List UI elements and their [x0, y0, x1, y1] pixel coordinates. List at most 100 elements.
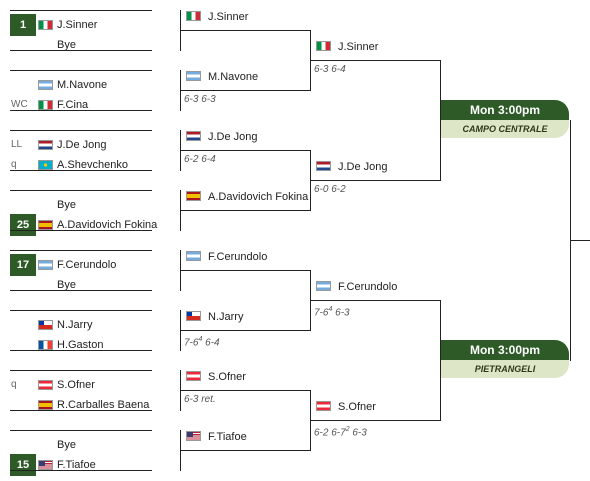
r1-match-bottom	[10, 50, 152, 51]
flag-icon-fr	[38, 340, 53, 350]
player-name[interactable]: J.De Jong	[338, 161, 388, 173]
flag-icon-es	[38, 400, 53, 410]
player-name[interactable]: M.Navone	[57, 79, 108, 91]
r1-match-top	[10, 10, 152, 11]
player-name[interactable]: N.Jarry	[208, 311, 244, 323]
flag-icon-kz	[38, 160, 53, 170]
r1-match-top	[10, 430, 152, 431]
flag-icon-ar	[38, 260, 53, 270]
score-main: 7-6	[184, 337, 199, 349]
score-rest: 6-3	[332, 307, 350, 319]
player-name[interactable]: F.Cina	[57, 99, 89, 111]
r3-match-connector	[440, 300, 441, 421]
r1-match-bottom	[10, 230, 152, 231]
flag-icon-ar	[186, 251, 201, 261]
flag-icon-nl	[316, 161, 331, 171]
player-name[interactable]: Bye	[57, 279, 76, 291]
player-name[interactable]: F.Cerundolo	[338, 281, 398, 293]
court-name: PIETRANGELI	[441, 360, 569, 378]
court-name: CAMPO CENTRALE	[441, 120, 569, 138]
flag-icon-cl	[186, 311, 201, 321]
r1-match-bottom	[10, 470, 152, 471]
r1-match-top	[10, 310, 152, 311]
r2-slot-line	[180, 390, 310, 391]
match-score: 6-2 6-4	[184, 154, 216, 165]
sf-slot-line	[570, 240, 590, 241]
match-score: 6-3 6-3	[184, 94, 216, 105]
r2-slot-line	[180, 150, 310, 151]
r2-slot-line	[180, 330, 310, 331]
player-name[interactable]: F.Tiafoe	[208, 431, 247, 443]
flag-icon-nl	[186, 131, 201, 141]
player-name[interactable]: S.Ofner	[208, 371, 246, 383]
match-time: Mon 3:00pm	[441, 100, 569, 120]
player-name[interactable]: J.De Jong	[57, 139, 107, 151]
player-name[interactable]: Bye	[57, 439, 76, 451]
player-name[interactable]: Bye	[57, 199, 76, 211]
player-name[interactable]: F.Cerundolo	[208, 251, 268, 263]
r3-slot-line	[310, 180, 440, 181]
player-name[interactable]: J.Sinner	[57, 19, 98, 31]
player-name[interactable]: M.Navone	[208, 71, 259, 83]
flag-icon-it	[316, 41, 331, 51]
r1-match-top	[10, 250, 152, 251]
seed-badge: 15	[10, 454, 36, 476]
r3-slot-line	[310, 300, 440, 301]
player-name[interactable]: A.Shevchenko	[57, 159, 128, 171]
r2-slot-line	[180, 90, 310, 91]
player-name[interactable]: J.De Jong	[208, 131, 258, 143]
r1-match-top	[10, 130, 152, 131]
flag-icon-it	[186, 11, 201, 21]
seed-badge: 1	[10, 14, 36, 36]
player-name[interactable]: A.Davidovich Fokina	[208, 191, 309, 203]
r1-match-top	[10, 190, 152, 191]
player-name[interactable]: Bye	[57, 39, 76, 51]
player-name[interactable]: F.Tiafoe	[57, 459, 96, 471]
player-name[interactable]: H.Gaston	[57, 339, 104, 351]
player-name[interactable]: J.Sinner	[338, 41, 379, 53]
r1-match-bottom	[10, 110, 152, 111]
flag-icon-us	[38, 460, 53, 470]
seed-badge: 25	[10, 214, 36, 236]
r1-match-bottom	[10, 410, 152, 411]
flag-canton	[187, 432, 193, 437]
tiebreak-score: 2	[345, 426, 350, 433]
flag-icon-at	[186, 371, 201, 381]
flag-icon-it	[38, 20, 53, 30]
flag-canton	[39, 461, 45, 466]
player-name[interactable]: S.Ofner	[338, 401, 376, 413]
flag-icon-es	[38, 220, 53, 230]
r1-match-top	[10, 70, 152, 71]
player-name[interactable]: R.Carballes Baena	[57, 399, 150, 411]
flag-canton	[187, 312, 192, 316]
match-score: 7-64 6-4	[184, 334, 220, 349]
flag-icon-at	[316, 401, 331, 411]
score-main: 7-6	[314, 307, 329, 319]
r2-slot-line	[180, 210, 310, 211]
r1-match-bottom	[10, 170, 152, 171]
match-score: 7-64 6-3	[314, 304, 350, 319]
tiebreak-score: 4	[328, 306, 333, 313]
player-name[interactable]: F.Cerundolo	[57, 259, 117, 271]
match-score: 6-3 6-4	[314, 64, 346, 75]
player-name[interactable]: A.Davidovich Fokina	[57, 219, 158, 231]
match-time: Mon 3:00pm	[441, 340, 569, 360]
r1-match-bottom	[10, 350, 152, 351]
r2-slot-line	[180, 270, 310, 271]
score-rest: 6-4	[202, 337, 220, 349]
flag-icon-es	[186, 191, 201, 201]
flag-icon-ar	[316, 281, 331, 291]
flag-icon-ar	[186, 71, 201, 81]
r1-match-top	[10, 370, 152, 371]
flag-icon-ar	[38, 80, 53, 90]
entry-tag: q	[11, 379, 17, 390]
match-score: 6-0 6-2	[314, 184, 346, 195]
flag-icon-nl	[38, 140, 53, 150]
r2-slot-line	[180, 450, 310, 451]
player-name[interactable]: S.Ofner	[57, 379, 95, 391]
entry-tag: q	[11, 159, 17, 170]
match-score: 6-3 ret.	[184, 394, 216, 405]
player-name[interactable]: J.Sinner	[208, 11, 249, 23]
player-name[interactable]: N.Jarry	[57, 319, 93, 331]
r3-match-connector	[440, 60, 441, 181]
